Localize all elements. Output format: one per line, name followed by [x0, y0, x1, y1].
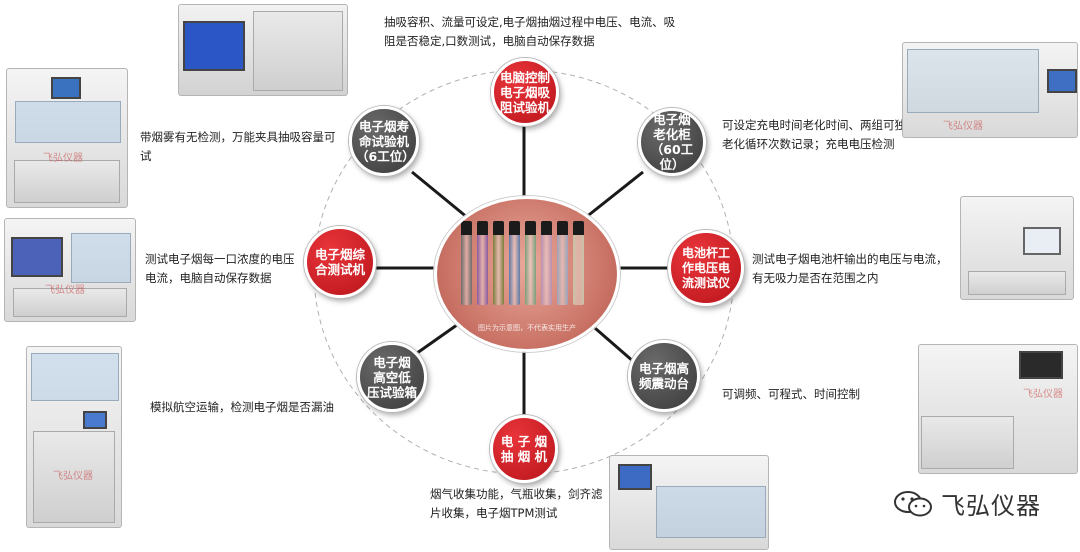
node-comprehensive: 电子烟综 合测试机: [304, 226, 376, 298]
e-cigarette-stick: [509, 221, 520, 305]
connector-top-right: [584, 170, 644, 220]
e-cigarette-stick: [525, 221, 536, 305]
brand-name: 飞弘仪器: [941, 492, 1041, 520]
e-cigarette-stick: [541, 221, 552, 305]
desc-lifetime: 带烟雾有无检测，万能夹具抽吸容量可试: [140, 130, 336, 163]
desc-comprehensive: 测试电子烟每一口浓度的电压电流，电脑自动保存数据: [145, 252, 295, 285]
watermark: 飞弘仪器: [43, 153, 83, 164]
connector-bottom-right: [587, 320, 635, 364]
brand-logo: 飞弘仪器: [893, 486, 1041, 521]
watermark: 飞弘仪器: [45, 285, 85, 296]
node-battery: 电池杆工 作电压电 流测试仪: [668, 230, 744, 306]
node-low-pressure: 电子烟 高空低 压试验箱: [357, 342, 427, 412]
node-vibration: 电子烟高 频震动台: [628, 340, 700, 412]
center-product-image: 图片为示意图，不代表实用生产: [434, 196, 620, 352]
node-pc-smoking: 电脑控制 电子烟吸 阻试验机: [491, 58, 559, 126]
e-cigarette-stick: [477, 221, 488, 305]
machine-image-vibration: 飞弘仪器: [918, 344, 1078, 474]
desc-pc-smoking: 抽吸容积、流量可设定,电子烟抽烟过程中电压、电流、吸阻是否稳定,口数测试，电脑自…: [384, 15, 676, 48]
e-cigarette-stick: [461, 221, 472, 305]
connector-top-left: [411, 170, 469, 220]
desc-low-pressure: 模拟航空运输，检测电子烟是否漏油: [150, 400, 334, 414]
e-cigarette-stick: [573, 221, 584, 305]
machine-image-low-pressure: 飞弘仪器: [26, 346, 122, 528]
node-aging: 电子烟 老化柜 （60工位）: [638, 108, 706, 176]
machine-image-comprehensive: 飞弘仪器: [4, 218, 136, 322]
machine-image-battery: [960, 196, 1074, 300]
machine-image-aging: 飞弘仪器: [902, 42, 1078, 138]
connector-bottom-left: [409, 318, 465, 360]
center-caption: 图片为示意图，不代表实用生产: [478, 324, 576, 332]
e-cigarette-stick: [493, 221, 504, 305]
e-cigarette-stick: [557, 221, 568, 305]
machine-image-pc-smoking: [178, 4, 348, 96]
watermark: 飞弘仪器: [53, 471, 93, 482]
wechat-icon: [893, 489, 935, 519]
desc-smoking-machine: 烟气收集功能，气瓶收集，剑齐滤片收集，电子烟TPM测试: [430, 487, 603, 520]
node-smoking-machine: 电 子 烟 抽 烟 机: [490, 415, 558, 483]
node-lifetime: 电子烟寿 命试验机 （6工位）: [349, 106, 419, 176]
watermark: 飞弘仪器: [943, 121, 983, 132]
desc-vibration: 可调频、可程式、时间控制: [722, 387, 860, 401]
desc-aging: 可设定充电时间老化时间、两组可独立控制；老化循环次数记录；充电电压检测: [722, 118, 952, 151]
watermark: 飞弘仪器: [1023, 389, 1063, 400]
machine-image-lifetime: 飞弘仪器: [6, 68, 128, 208]
machine-image-smoking-machine: [609, 455, 769, 550]
desc-battery: 测试电子烟电池杆输出的电压与电流，有无吸力是否在范围之内: [752, 252, 948, 285]
